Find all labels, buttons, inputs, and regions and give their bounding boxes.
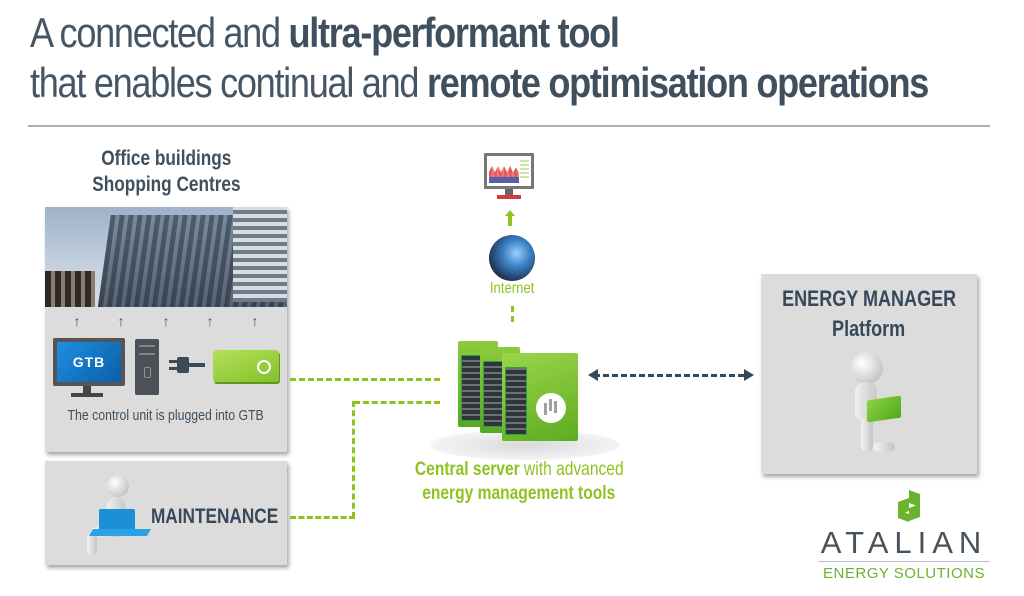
low-building	[45, 271, 95, 307]
globe-icon	[489, 235, 535, 281]
brand-divider	[818, 561, 990, 562]
site-label-line-2: Shopping Centres	[92, 173, 241, 196]
dashboard-monitor-icon	[484, 153, 534, 189]
up-arrow-icon: ↑	[206, 313, 214, 329]
title-divider	[28, 125, 990, 127]
energy-manager-title: ENERGY MANAGER Platform	[761, 284, 977, 344]
server-platform-connector	[594, 374, 744, 377]
building-photo	[45, 207, 287, 307]
energy-manager-panel: ENERGY MANAGER Platform	[761, 274, 977, 474]
server-caption-line-2: energy management tools	[422, 483, 616, 504]
internet-connector	[511, 306, 514, 322]
upward-arrows: ↑ ↑ ↑ ↑ ↑	[45, 311, 287, 333]
monitor-base	[71, 393, 103, 397]
server-rack-front	[502, 353, 578, 441]
side-tower	[233, 207, 287, 302]
maintenance-connector-top	[354, 401, 440, 404]
gtb-monitor-icon: GTB	[53, 338, 125, 386]
maintenance-panel: MAINTENANCE	[45, 461, 287, 565]
site-caption: The control unit is plugged into GTB	[45, 407, 287, 424]
page-title: A connected and ultra-performant tool th…	[30, 8, 1000, 108]
atalian-logo: ATALIAN ENERGY SOLUTIONS	[812, 489, 996, 582]
arrow-right-icon	[744, 369, 754, 381]
maintenance-label: MAINTENANCE	[137, 505, 292, 529]
site-to-server-connector	[290, 378, 440, 381]
control-unit-icon	[213, 350, 279, 382]
server-caption-rest: with advanced	[519, 459, 624, 480]
site-label: Office buildings Shopping Centres	[44, 146, 289, 198]
site-caption-text: The control unit is plugged into GTB	[67, 407, 265, 424]
dashboard-monitor-base	[497, 195, 521, 199]
gtb-screen-text: GTB	[57, 342, 121, 382]
server-caption: Central server with advanced energy mana…	[380, 458, 658, 506]
up-arrow-icon: ↑	[162, 313, 170, 329]
plug-icon	[169, 357, 207, 373]
internet-label-text: Internet	[489, 280, 535, 297]
title-line-1-regular: A connected and	[30, 9, 289, 56]
title-line-1-bold: ultra-performant tool	[288, 9, 620, 56]
maintenance-connector-vertical	[352, 401, 355, 518]
title-line-2: that enables continual and remote optimi…	[30, 58, 929, 108]
computer-tower-icon	[135, 339, 159, 395]
site-panel: ↑ ↑ ↑ ↑ ↑ GTB The control unit is plugge…	[45, 207, 287, 452]
server-caption-bold: Central server	[414, 459, 520, 480]
up-arrow-icon: ↑	[117, 313, 125, 329]
up-arrow-icon: ↑	[73, 313, 81, 329]
title-line-1: A connected and ultra-performant tool	[30, 8, 864, 58]
dashboard-monitor-stand	[505, 189, 513, 195]
maintenance-connector-bottom	[290, 516, 355, 519]
up-arrow-icon: ↑	[251, 313, 259, 329]
maintenance-label-text: MAINTENANCE	[150, 505, 279, 528]
green-up-arrow-icon	[505, 210, 515, 226]
brand-name: ATALIAN	[820, 525, 988, 560]
central-server-icon	[448, 335, 588, 445]
site-label-line-1: Office buildings	[101, 147, 232, 170]
arrow-left-icon	[588, 369, 598, 381]
title-line-2-regular: that enables continual and	[30, 59, 427, 106]
brand-subtitle: ENERGY SOLUTIONS	[823, 565, 985, 582]
energy-manager-title-line-1: ENERGY MANAGER	[781, 286, 957, 311]
server-logo-icon	[536, 393, 566, 423]
monitor-stand	[83, 386, 91, 394]
energy-manager-title-line-2: Platform	[832, 316, 906, 341]
internet-label: Internet	[470, 280, 554, 298]
atalian-mark-icon	[812, 489, 996, 523]
title-line-2-bold: remote optimisation operations	[426, 59, 929, 106]
